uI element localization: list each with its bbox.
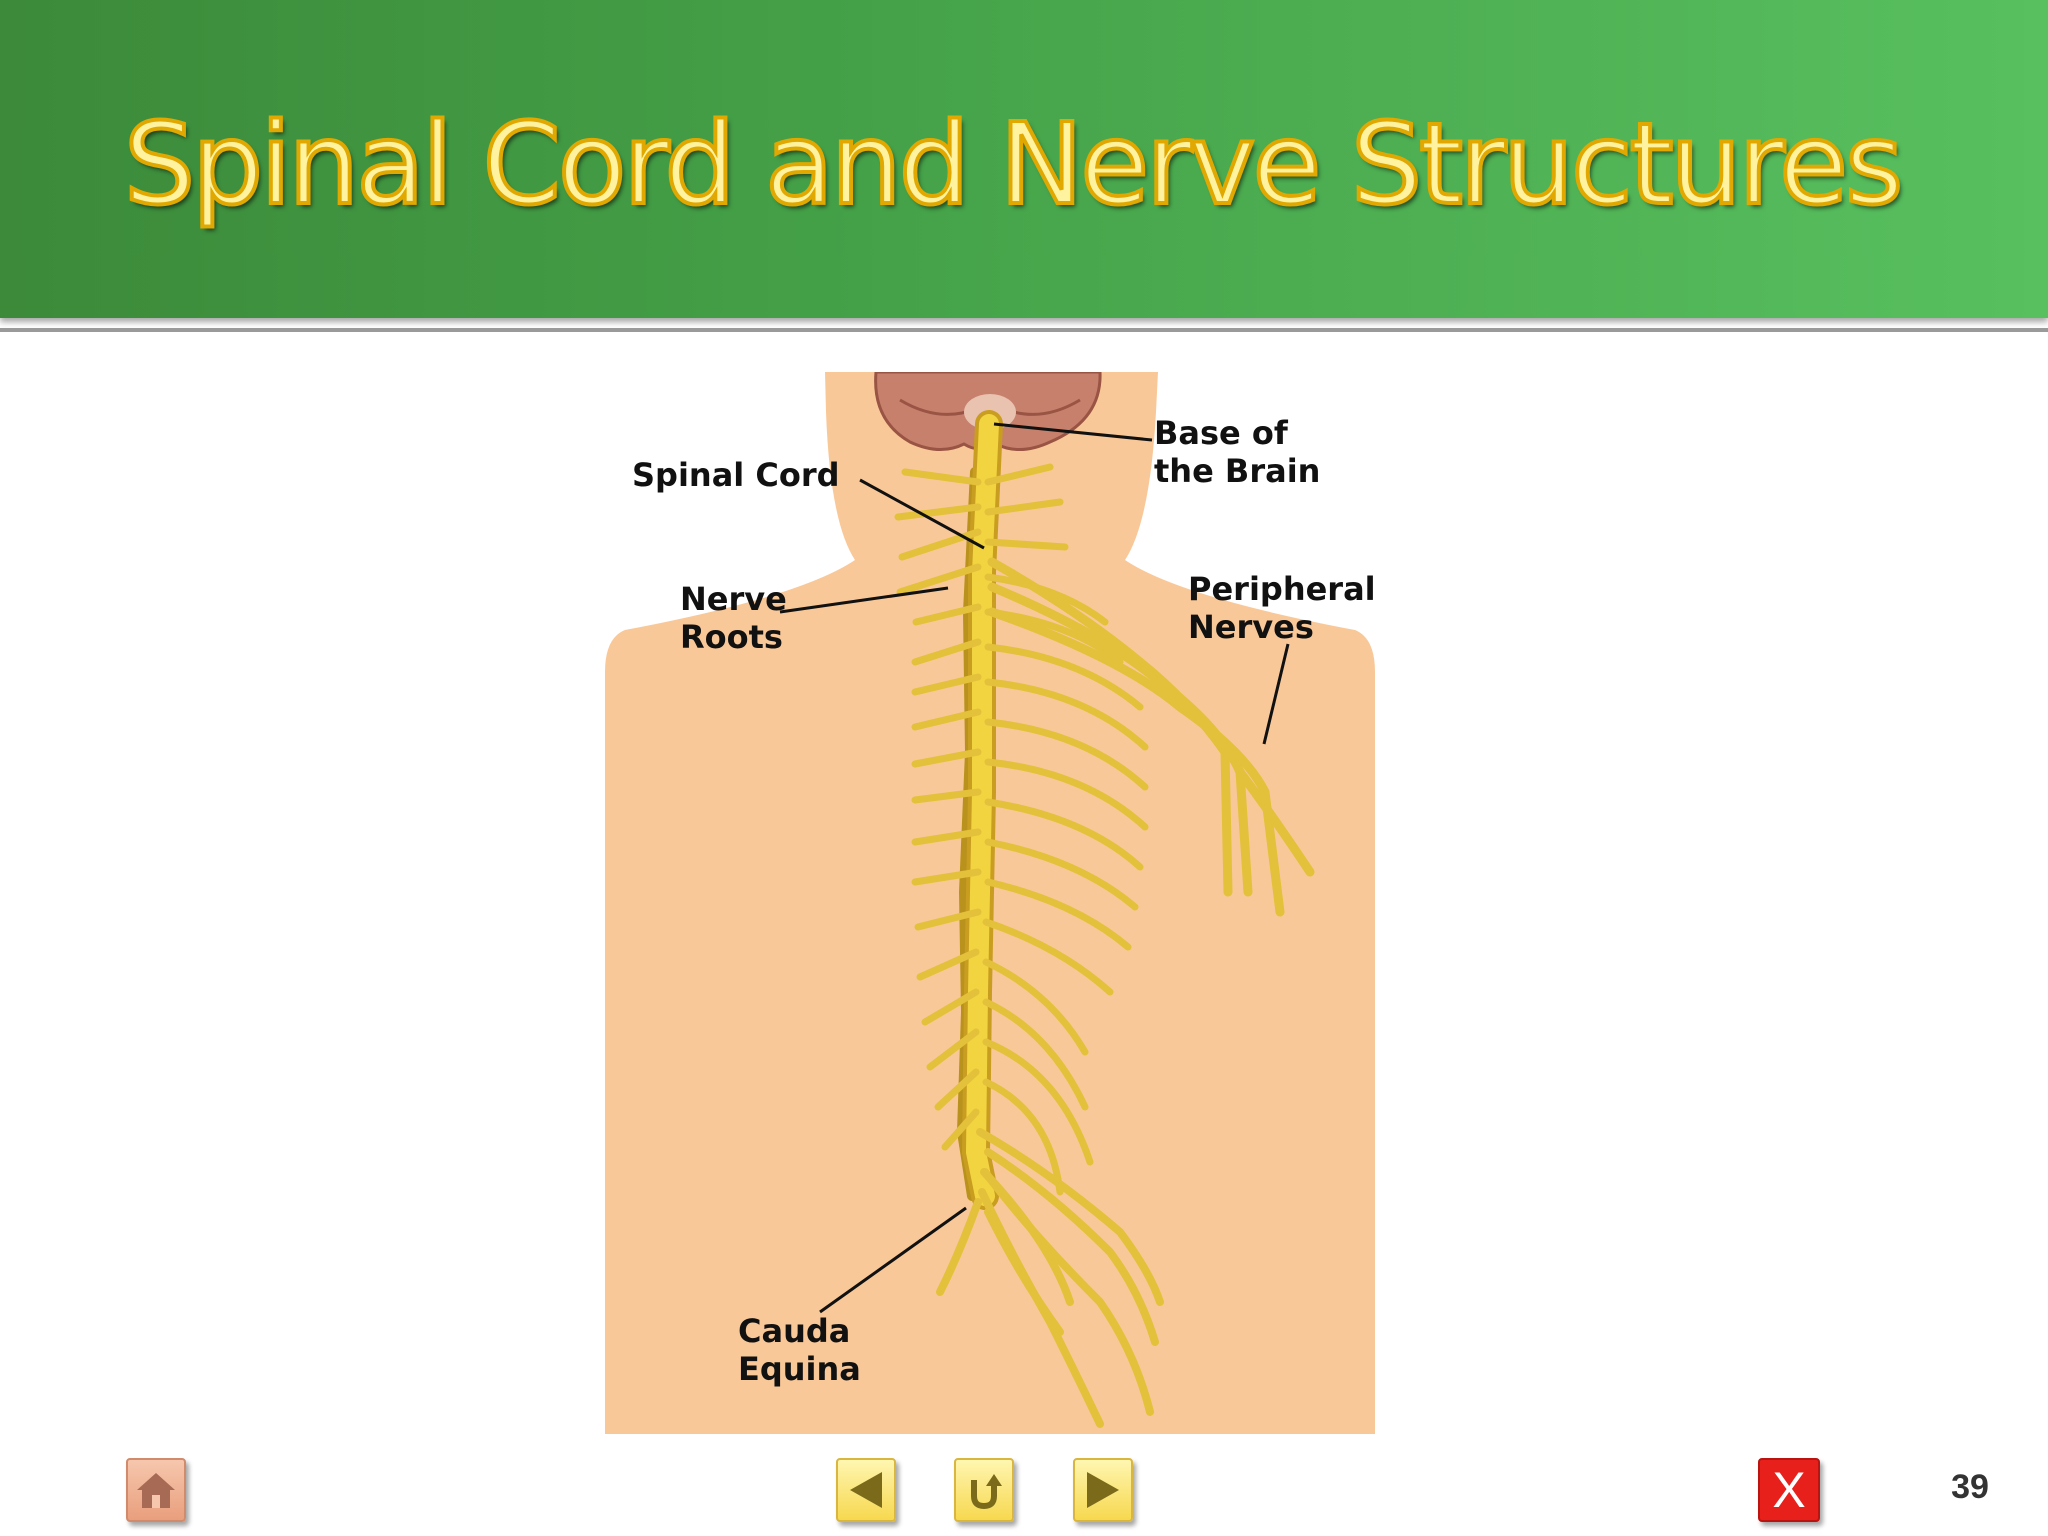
label-base-of-brain-1: Base of bbox=[1154, 414, 1289, 452]
previous-slide-button[interactable] bbox=[836, 1458, 896, 1522]
slide-title: Spinal Cord and Nerve Structures bbox=[122, 98, 1905, 232]
title-bar bbox=[0, 0, 2048, 318]
label-peripheral-2: Nerves bbox=[1188, 608, 1314, 646]
label-base-of-brain-2: the Brain bbox=[1154, 452, 1320, 490]
back-arrow-icon bbox=[844, 1468, 888, 1512]
home-button[interactable] bbox=[126, 1458, 186, 1522]
return-button[interactable] bbox=[954, 1458, 1014, 1522]
close-button[interactable]: X bbox=[1758, 1458, 1820, 1522]
home-icon bbox=[133, 1468, 179, 1512]
label-nerve-roots-1: Nerve bbox=[680, 580, 787, 618]
label-cauda-1: Cauda bbox=[738, 1312, 850, 1350]
label-nerve-roots-2: Roots bbox=[680, 618, 783, 656]
forward-arrow-icon bbox=[1081, 1468, 1125, 1512]
title-divider bbox=[0, 328, 2048, 332]
next-slide-button[interactable] bbox=[1073, 1458, 1133, 1522]
page-number: 39 bbox=[1951, 1468, 1989, 1506]
close-label: X bbox=[1772, 1462, 1806, 1518]
return-icon bbox=[962, 1468, 1006, 1512]
leader-lines bbox=[779, 422, 1290, 1314]
spinal-cord-illustration: Spinal Cord Base of the Brain Nerve Root… bbox=[580, 372, 1400, 1434]
label-cauda-2: Equina bbox=[738, 1350, 861, 1388]
label-spinal-cord: Spinal Cord bbox=[632, 456, 840, 494]
label-peripheral-1: Peripheral bbox=[1188, 570, 1376, 608]
